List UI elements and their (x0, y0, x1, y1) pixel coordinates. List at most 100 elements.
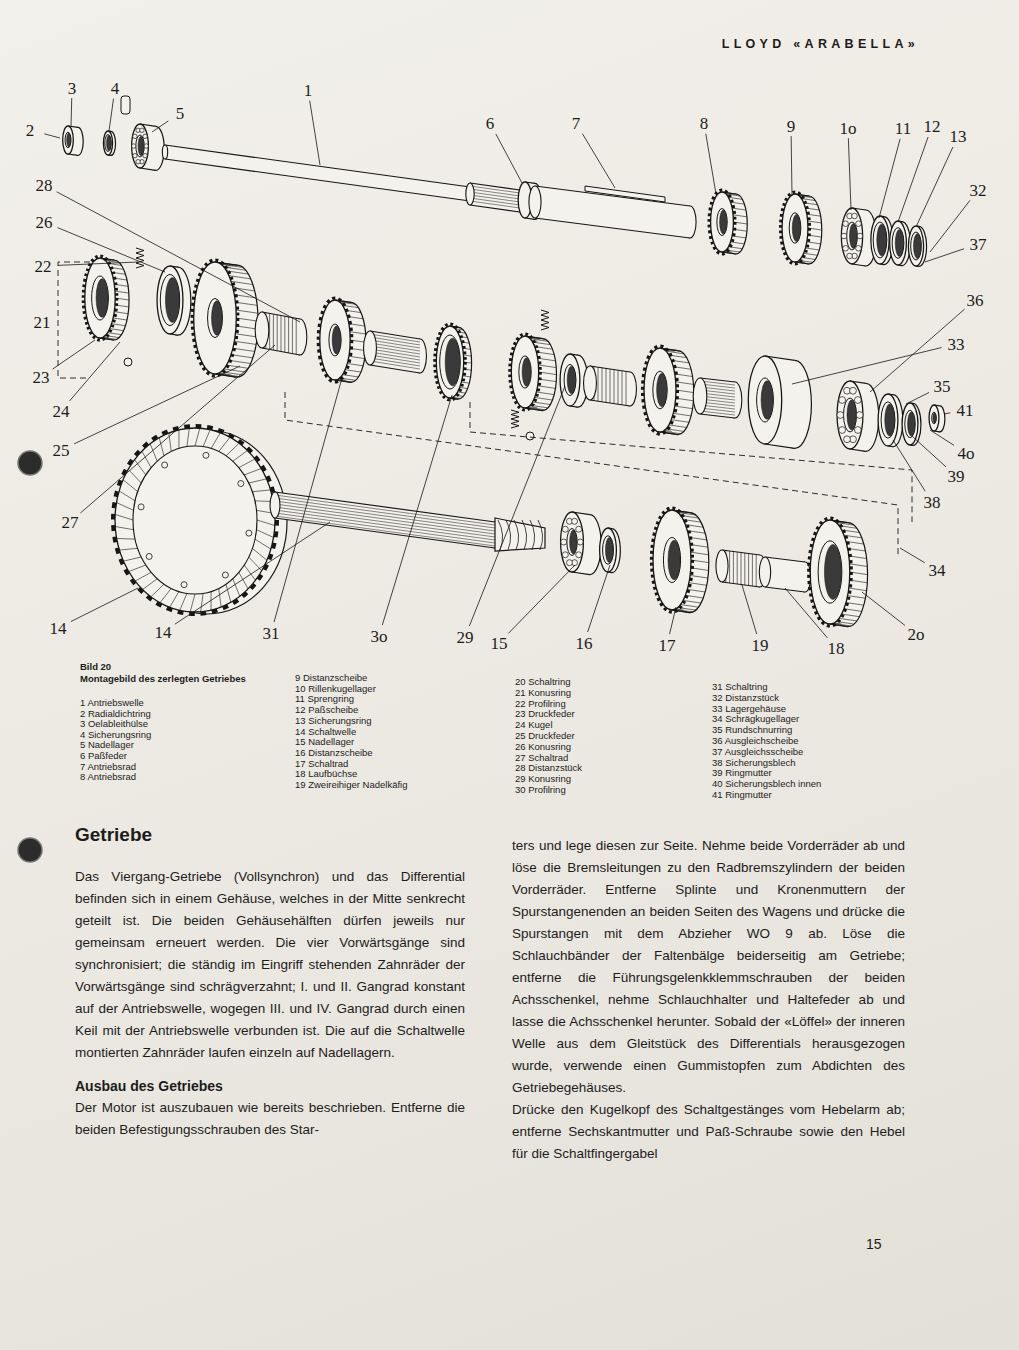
callout-number: 5 (176, 105, 185, 122)
ring-gear-tooth (115, 514, 133, 520)
callout-number: 27 (62, 514, 79, 531)
needle-roller (741, 553, 742, 585)
needle-roller (737, 552, 738, 584)
bearing-ball (572, 518, 578, 524)
bearing-ball (136, 159, 140, 163)
ring-gear-tooth (226, 443, 239, 456)
leader-line (879, 139, 900, 218)
part-bore (789, 213, 801, 244)
part-bore (717, 209, 727, 236)
gear-tooth (681, 605, 699, 608)
leader-line (80, 345, 275, 513)
leader-line (944, 413, 950, 414)
gear-tooth (805, 248, 819, 250)
leader-line (742, 585, 757, 634)
part-line (765, 444, 795, 448)
section-title: Getriebe (75, 824, 152, 846)
callout-number: 16 (576, 635, 593, 652)
part-side (165, 145, 470, 201)
needle-roller (756, 555, 757, 587)
part-side (470, 183, 520, 212)
ring-gear-tooth (160, 588, 171, 602)
ring-gear-tooth (255, 539, 271, 549)
part-list-entry: 31 Schaltring (712, 682, 767, 693)
leader-line (109, 99, 114, 131)
leader-line (582, 134, 615, 188)
gear-tooth (850, 564, 868, 567)
shaft-spline (470, 189, 520, 196)
needle-roller (622, 371, 623, 405)
bearing-ball (854, 397, 861, 404)
shaft-spline (700, 411, 735, 415)
gear-tooth (839, 618, 857, 621)
part-list-entry: 13 Sicherungsring (295, 716, 372, 727)
gear-tooth (345, 370, 361, 372)
gear-tooth (458, 392, 466, 393)
gear-tooth (808, 221, 822, 223)
leader-line (898, 137, 928, 222)
leader-line (670, 607, 676, 634)
gear-tooth (536, 392, 554, 395)
bore-shadow (908, 412, 915, 436)
gear-tooth (731, 242, 745, 244)
part-bore (519, 356, 531, 388)
bore-shadow (668, 540, 680, 580)
shaft-edge (765, 557, 805, 562)
leader-line (175, 522, 330, 624)
ring-gear-tooth (190, 594, 195, 612)
callout-number: 28 (36, 177, 53, 194)
callout-number: 9 (787, 118, 796, 135)
leader-line (71, 588, 138, 622)
ring-gear-tooth (256, 530, 273, 538)
shaft-end (162, 145, 167, 159)
part-bore (208, 298, 223, 337)
needle-roller (606, 368, 607, 402)
shaft-end (270, 492, 280, 518)
bearing-ball (577, 539, 583, 545)
leader-line (152, 121, 168, 132)
bolt-hole (146, 553, 152, 559)
bore-shadow (720, 210, 727, 234)
callout-number: 11 (895, 120, 911, 137)
callout-number: 37 (970, 236, 987, 253)
part-bore (663, 538, 680, 583)
ring-gear-tooth (252, 490, 270, 492)
part-face (157, 266, 183, 334)
ring-gear-tooth (115, 527, 133, 530)
gear-tooth (731, 202, 745, 204)
spring (541, 310, 549, 330)
pinion-tooth (514, 520, 519, 550)
part-bore (92, 276, 109, 320)
callout-number: 17 (659, 637, 676, 654)
part-bore (564, 364, 576, 395)
shaft-spline (275, 507, 495, 537)
gear-tooth (804, 253, 818, 255)
needle-roller (626, 371, 627, 405)
bolt-hole (222, 572, 228, 578)
shaft-spline (470, 198, 520, 205)
part-face (436, 326, 463, 398)
shaft-end (759, 557, 770, 587)
bearing-ball (839, 427, 846, 434)
callout-number: 15 (491, 635, 508, 652)
gear-teeth (709, 190, 735, 254)
callout-number: 7 (572, 115, 581, 132)
bearing-ball (847, 253, 853, 259)
leader-line (53, 340, 95, 369)
part-list-entry: 11 Sprengring (295, 694, 354, 705)
shaft-spline (275, 501, 495, 531)
shaft-edge (470, 205, 520, 212)
bore-shadow (165, 278, 179, 323)
gear-tooth (235, 334, 257, 337)
gear-teeth (643, 346, 678, 434)
gear-teeth (809, 518, 852, 626)
bore-shadow (657, 373, 667, 406)
ring-gear-tooth (159, 438, 164, 456)
callout-number: 38 (924, 494, 941, 511)
needle-roller (284, 316, 285, 352)
shaft-spline (470, 186, 520, 193)
part-bore (160, 275, 179, 326)
gear-tooth (671, 420, 689, 423)
callout-number: 18 (828, 640, 845, 657)
leader-line (57, 192, 300, 322)
